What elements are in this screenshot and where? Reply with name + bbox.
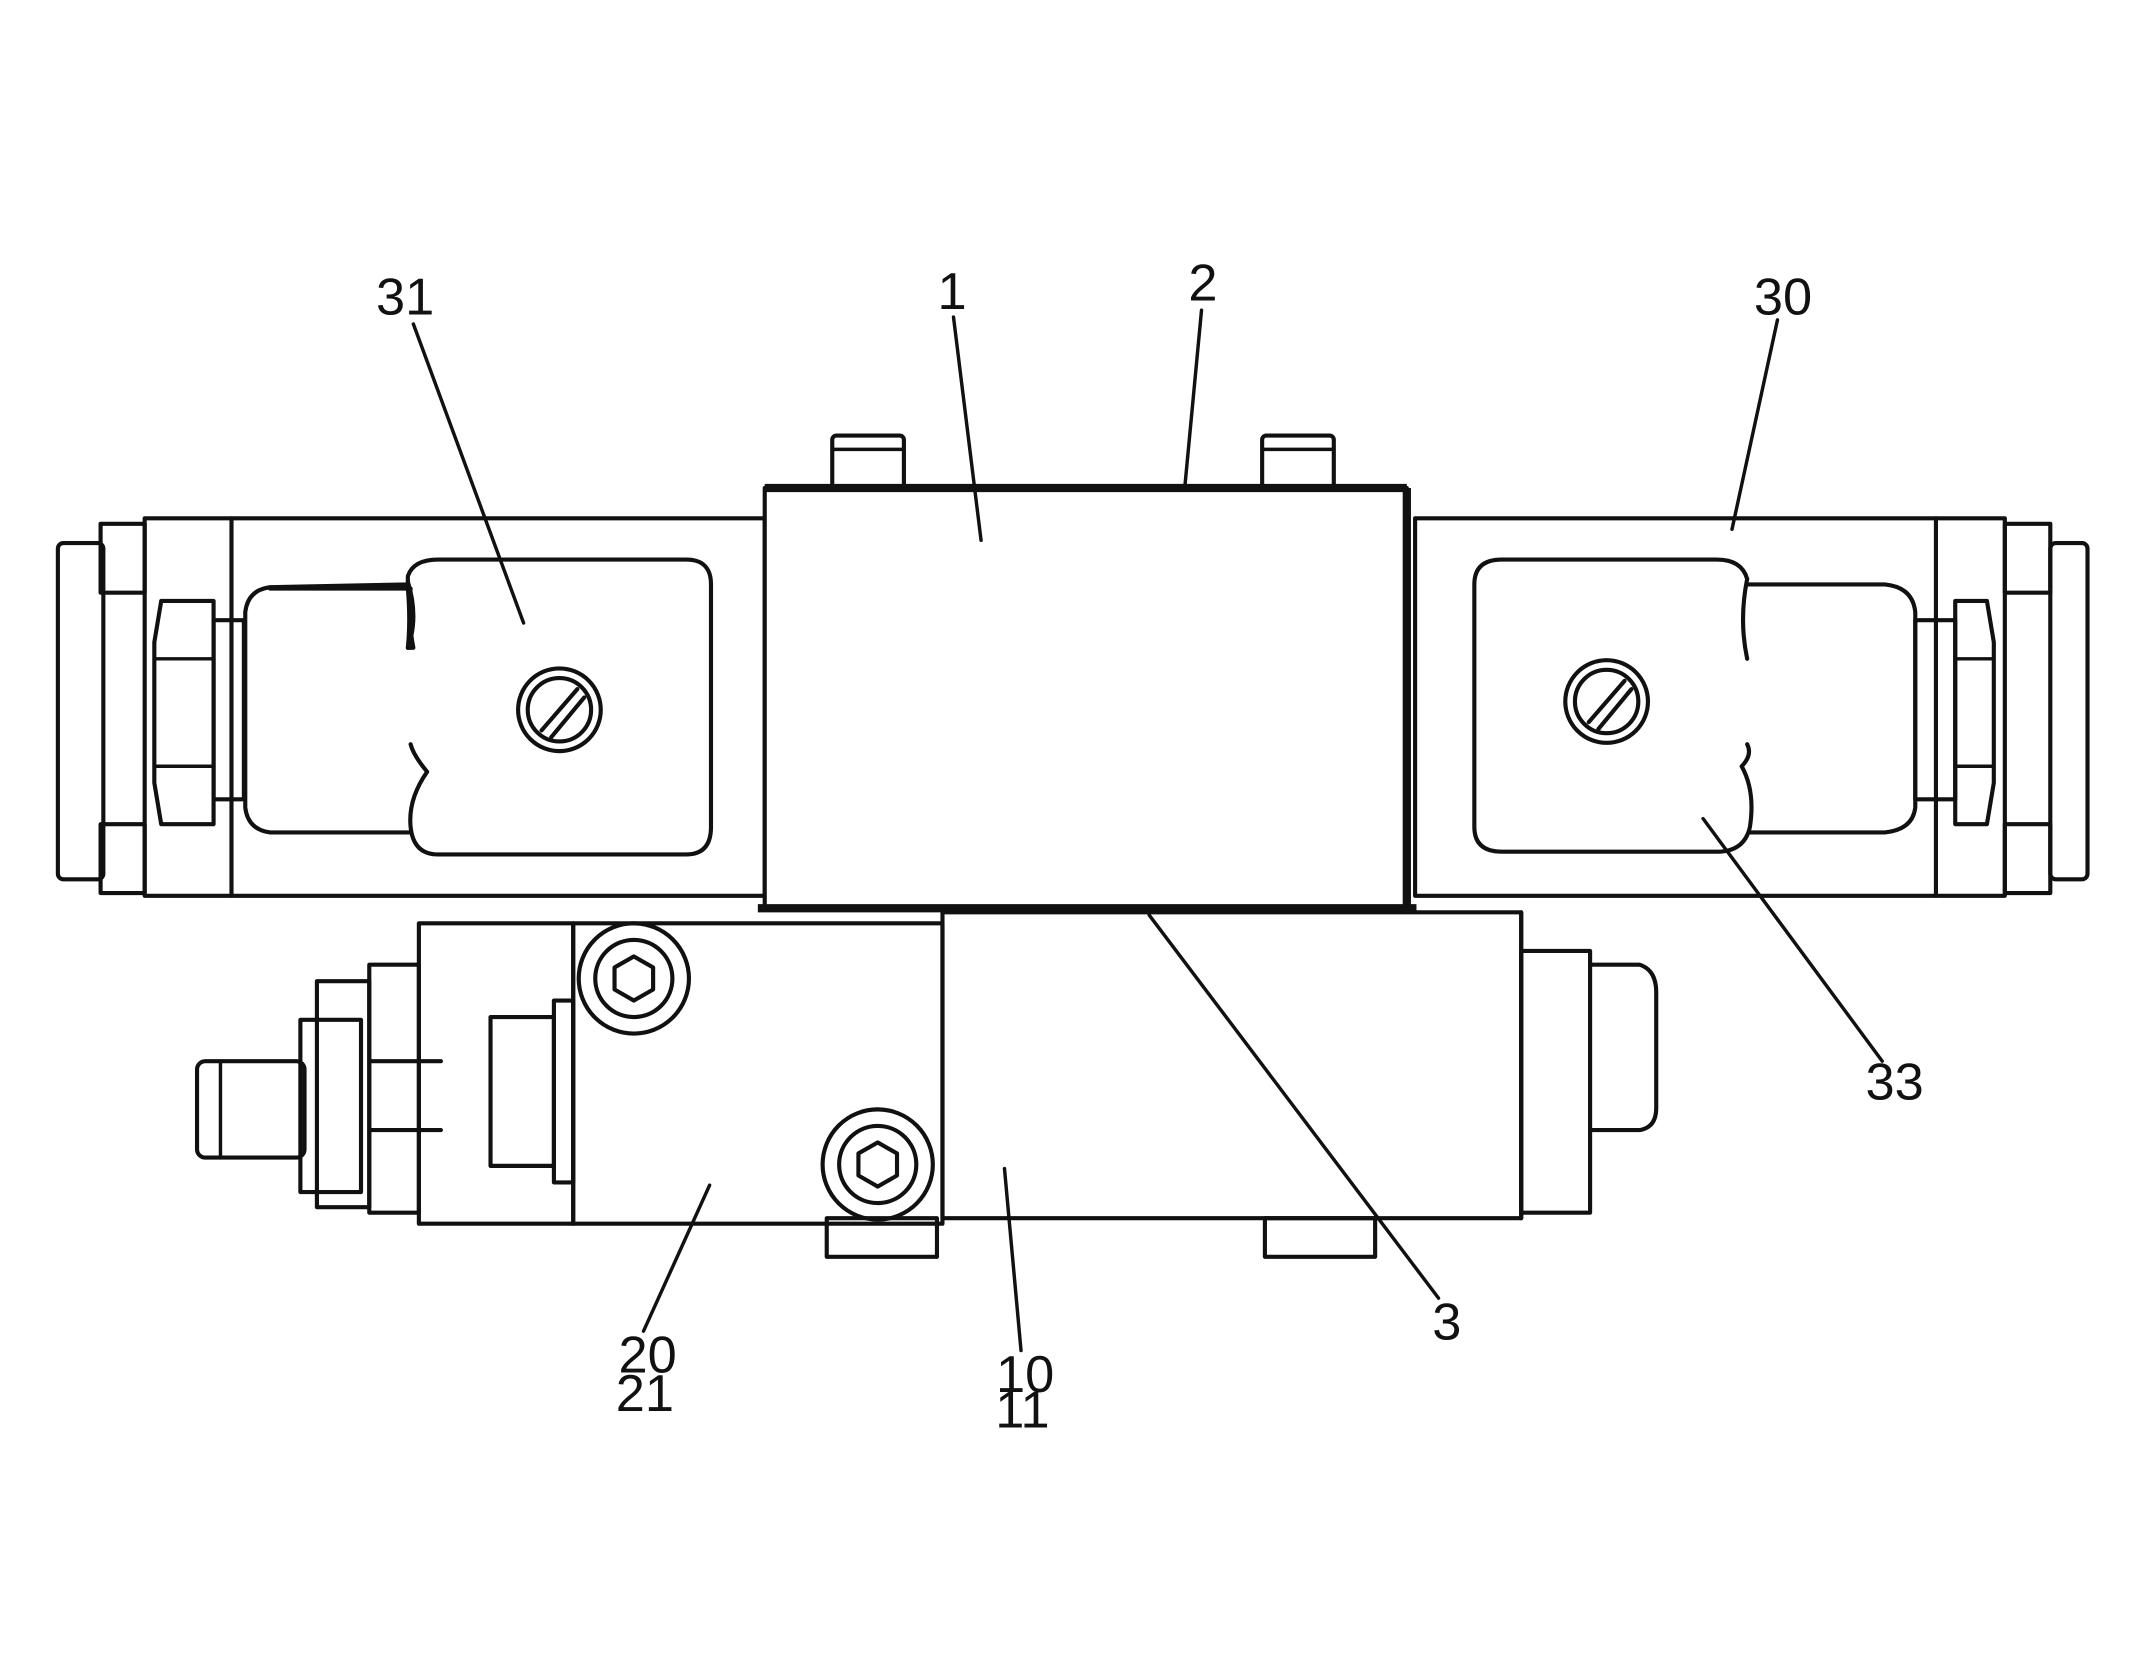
leader-3	[1147, 913, 1441, 1300]
callout-labels: 31 1 2 30 33 3 20 21 10 11	[376, 255, 1924, 1440]
leader-1	[951, 315, 983, 543]
callout-20: 20	[618, 1327, 676, 1385]
callout-21: 21	[616, 1365, 674, 1423]
callout-31: 31	[376, 268, 434, 326]
right-solenoid	[1413, 516, 2090, 898]
lower-module	[194, 910, 1659, 1259]
callout-3: 3	[1432, 1293, 1461, 1351]
callout-2: 2	[1188, 255, 1217, 313]
callout-33: 33	[1865, 1054, 1923, 1112]
callout-30: 30	[1754, 268, 1812, 326]
valve-body	[757, 433, 1417, 913]
leader-20	[641, 1183, 712, 1333]
leader-lines	[411, 308, 1884, 1353]
callout-11: 11	[995, 1382, 1049, 1440]
callout-1: 1	[938, 263, 967, 321]
leader-10	[1002, 1166, 1023, 1353]
leader-33	[1701, 816, 1884, 1063]
leader-31	[411, 322, 526, 625]
leader-30	[1730, 318, 1780, 532]
leader-2	[1183, 308, 1204, 487]
left-solenoid	[55, 516, 767, 898]
callout-10: 10	[996, 1346, 1054, 1404]
